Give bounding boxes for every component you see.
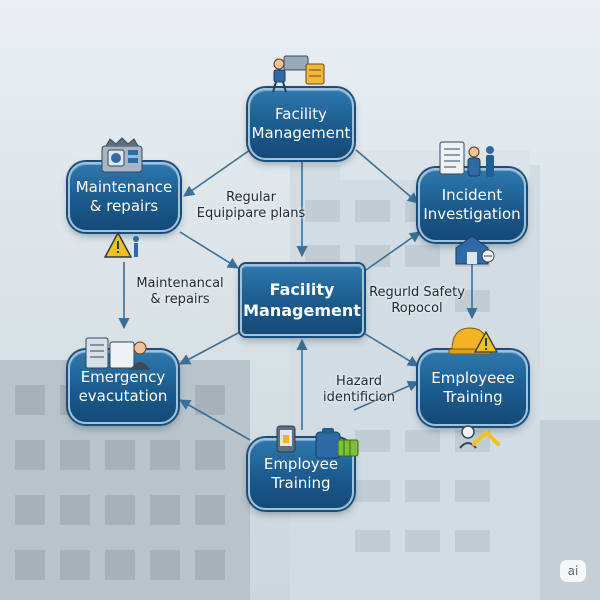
arrow-top-to-maintenance [183, 149, 251, 197]
id-card-person-icon [85, 337, 150, 370]
node-employee-training-right: Employeee Training [418, 350, 528, 426]
node-employee-training-bottom: Employee Training [248, 438, 354, 510]
arrow-center-to-training-right [361, 331, 419, 367]
edge-label-regular-plans: Regular Equipipare plans [196, 190, 306, 221]
arrow-center-to-incident [365, 231, 421, 271]
arrow-training-bottom-to-emergency [179, 399, 251, 441]
arrow-training-bottom-to-training-right [353, 380, 420, 411]
house-shield-icon [455, 235, 495, 265]
arrow-top-to-incident [355, 149, 419, 204]
node-maintenance-repairs: Maintenance & repairs [68, 162, 180, 232]
node-facility-management-top: Facility Management [248, 88, 354, 160]
report-person-icon [439, 141, 494, 177]
warning-sign-icon [104, 231, 139, 258]
node-incident-investigation: Incident Investigation [418, 168, 526, 242]
hard-hat-warning-icon [448, 327, 498, 355]
arrow-maintenance-to-center [179, 231, 239, 269]
ai-watermark: ai [560, 560, 586, 582]
toolbox-icon [315, 428, 359, 459]
safety-person-icon [459, 425, 500, 449]
machine-icon [101, 137, 143, 173]
node-facility-management-center: Facility Management [240, 264, 364, 336]
edge-label-hazard: Hazard identificion [323, 374, 395, 405]
worker-desk-icon [272, 55, 325, 93]
edge-label-maintenance-repairs: Maintenancal & repairs [136, 276, 224, 307]
arrow-center-to-emergency [179, 331, 241, 365]
phone-icon [276, 425, 296, 453]
edge-label-safety-protocol: Regurld Safety Ropocol [369, 285, 465, 316]
